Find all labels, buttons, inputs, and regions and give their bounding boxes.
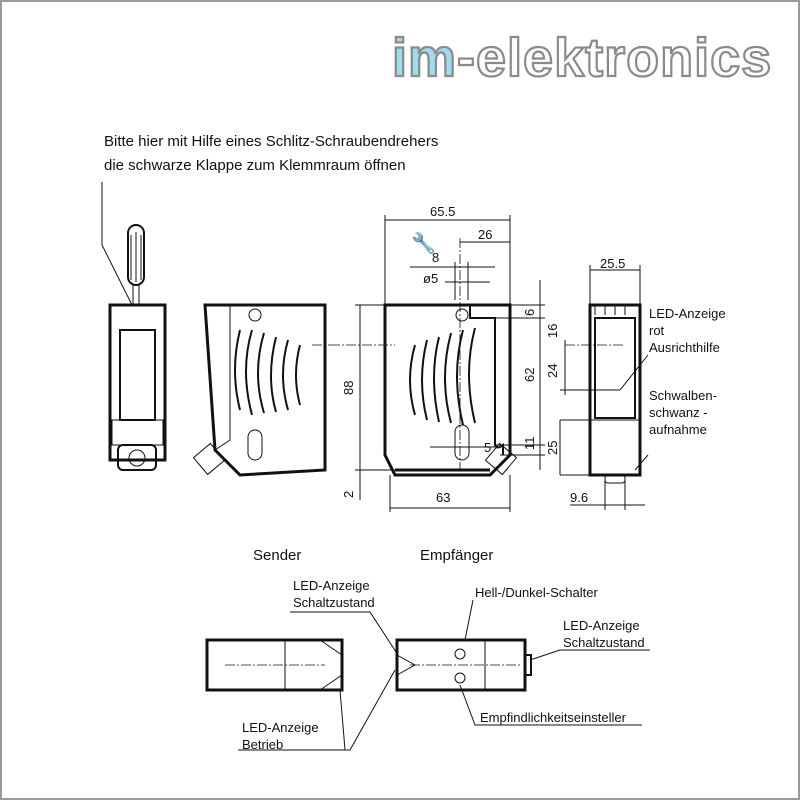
side-view <box>192 303 330 477</box>
dim-6: 6 <box>522 309 537 316</box>
instruction-line-2: die schwarze Klappe zum Klemmraum öffnen <box>104 157 406 174</box>
led-state-right-label-2: Schaltzustand <box>563 635 645 650</box>
instruction-line-1: Bitte hier mit Hilfe eines Schlitz-Schra… <box>104 133 438 150</box>
dovetail-label-2: schwanz - <box>649 405 708 420</box>
dim-11: 11 <box>522 437 537 451</box>
dim-65-5: 65.5 <box>430 204 455 219</box>
dim-63: 63 <box>436 490 450 505</box>
dovetail-label-1: Schwalben- <box>649 388 717 403</box>
sensitivity-label: Empfindlichkeitseinsteller <box>480 710 627 725</box>
dim-26: 26 <box>478 227 492 242</box>
led-label-2: rot <box>649 323 665 338</box>
receiver-title: Empfänger <box>420 547 493 564</box>
dim-5: 5 <box>484 440 491 455</box>
leader-lines <box>238 599 650 751</box>
led-label-1: LED-Anzeige <box>649 306 726 321</box>
led-label-3: Ausrichthilfe <box>649 340 720 355</box>
dim-88: 88 <box>341 381 356 395</box>
narrow-side-view <box>559 265 649 510</box>
sender-top-view <box>205 638 344 692</box>
dim-25: 25 <box>545 441 560 455</box>
logo: im-elektronics <box>392 28 772 88</box>
led-operation-label-2: Betrieb <box>242 737 283 752</box>
front-view-with-screwdriver <box>108 224 167 471</box>
wrench-icon: 🔧 <box>411 231 436 255</box>
dim-16: 16 <box>545 324 560 338</box>
dim-62: 62 <box>522 368 537 382</box>
main-view <box>355 215 545 512</box>
sender-title: Sender <box>253 547 301 564</box>
dim-25-5: 25.5 <box>600 256 625 271</box>
led-operation-label-1: LED-Anzeige <box>242 720 319 735</box>
dovetail-label-3: aufnahme <box>649 422 707 437</box>
dim-wrench-8: 8 <box>432 250 439 265</box>
led-state-label-2: Schaltzustand <box>293 595 375 610</box>
dim-9-6: 9.6 <box>570 490 588 505</box>
dim-2: 2 <box>341 491 356 498</box>
led-state-right-label-1: LED-Anzeige <box>563 618 640 633</box>
leader-line <box>101 182 133 306</box>
dim-24: 24 <box>545 364 560 378</box>
switch-label: Hell-/Dunkel-Schalter <box>475 585 598 600</box>
receiver-top-view <box>395 638 532 692</box>
led-state-label-1: LED-Anzeige <box>293 578 370 593</box>
dim-hole: ø5 <box>423 271 438 286</box>
